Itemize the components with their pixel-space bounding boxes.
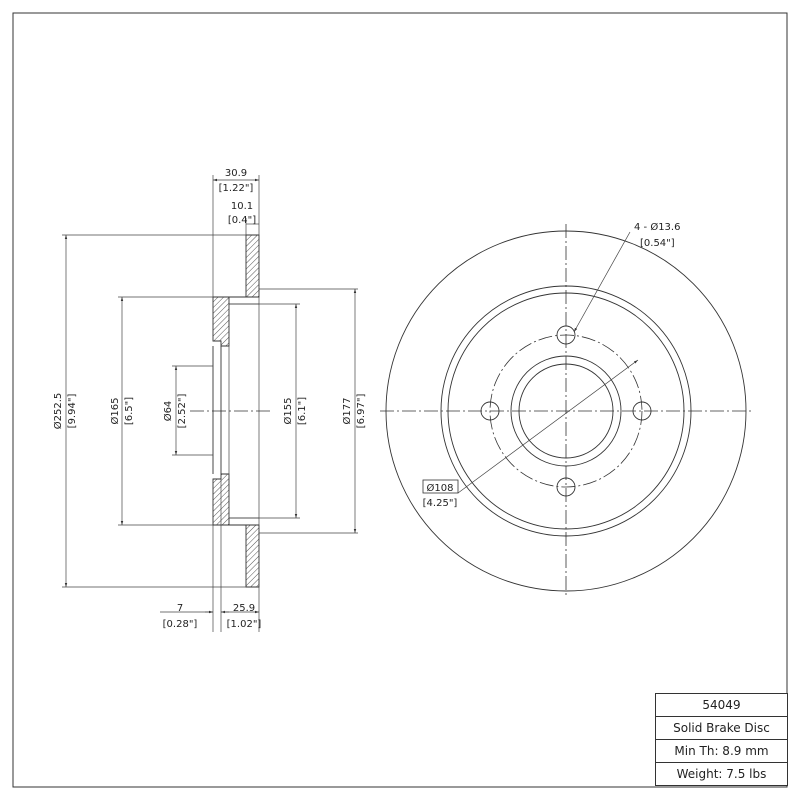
side-section-view: 30.9 [1.22"] 10.1 [0.4"] Ø252.5 [9.94"] … bbox=[52, 168, 367, 632]
outer-diameter-mm: Ø252.5 bbox=[52, 393, 64, 430]
bolt-circle-mm: Ø108 bbox=[427, 482, 454, 494]
center-bore-mm: Ø64 bbox=[162, 401, 174, 422]
bolt-holes-in: [0.54"] bbox=[640, 238, 675, 249]
overall-width-in: [1.22"] bbox=[219, 183, 254, 194]
hub-thickness-in: [0.28"] bbox=[163, 619, 198, 630]
hat-height-in: [1.02"] bbox=[227, 619, 262, 630]
min-thickness: Min Th: 8.9 mm bbox=[656, 740, 787, 763]
rotor-thickness-mm: 10.1 bbox=[231, 201, 253, 212]
part-weight: Weight: 7.5 lbs bbox=[676, 767, 767, 781]
inner-diameter-in: [6.1"] bbox=[297, 397, 308, 425]
bolt-circle-in: [4.25"] bbox=[423, 498, 458, 509]
hub-thickness-mm: 7 bbox=[177, 603, 183, 614]
bolt-circle-label-box bbox=[422, 479, 459, 494]
hat-diameter-in: [6.97"] bbox=[356, 394, 367, 429]
bolt-holes-mm: 4 - Ø13.6 bbox=[634, 221, 680, 233]
overall-width-mm: 30.9 bbox=[225, 168, 247, 179]
hat-diameter-mm: Ø177 bbox=[341, 398, 353, 425]
title-block: 54049 Solid Brake Disc Min Th: 8.9 mm We… bbox=[655, 693, 788, 786]
part-description: Solid Brake Disc bbox=[656, 717, 787, 740]
rotor-section-top bbox=[212, 234, 260, 347]
hub-diameter-mm: Ø165 bbox=[109, 398, 121, 425]
hub-diameter-in: [6.5"] bbox=[124, 397, 135, 425]
center-bore-in: [2.52"] bbox=[177, 394, 188, 429]
part-number: 54049 bbox=[656, 694, 787, 717]
rotor-thickness-in: [0.4"] bbox=[228, 215, 256, 226]
inner-diameter-mm: Ø155 bbox=[282, 398, 294, 425]
hat-height-mm: 25.9 bbox=[233, 603, 255, 614]
outer-diameter-in: [9.94"] bbox=[67, 394, 78, 429]
drawing-border bbox=[12, 12, 788, 788]
front-view: 4 - Ø13.6 [0.54"] Ø108 [4.25"] bbox=[380, 221, 752, 598]
rotor-section-bottom bbox=[212, 473, 260, 588]
